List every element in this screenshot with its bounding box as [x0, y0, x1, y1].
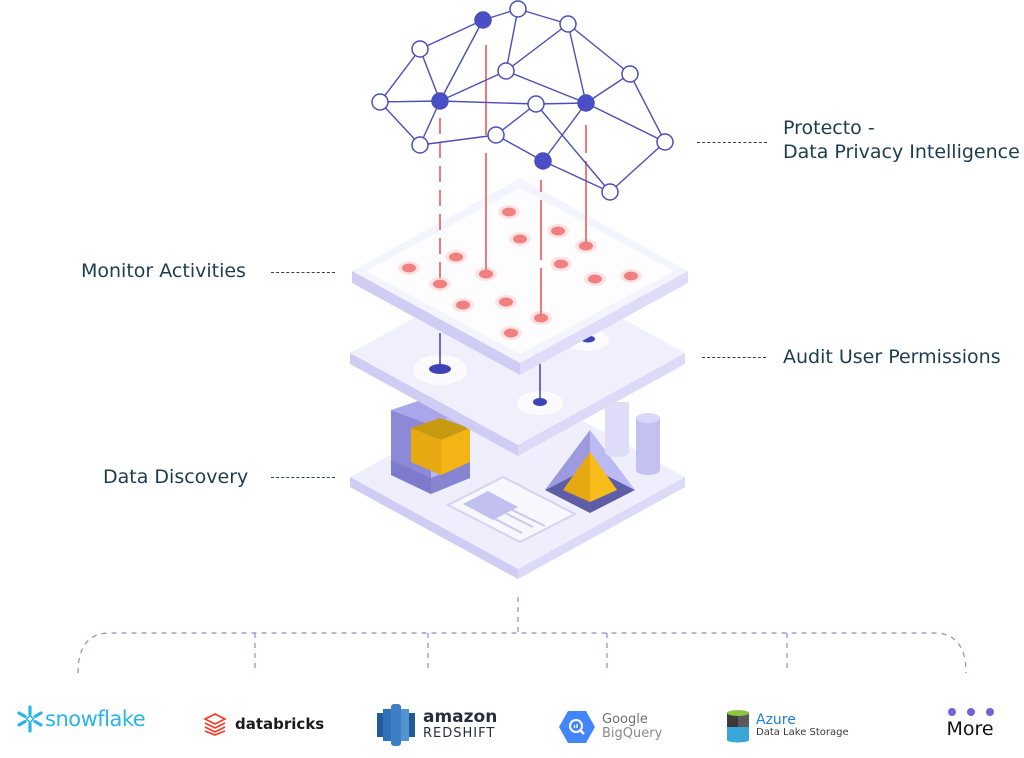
protecto-subtitle: Data Privacy Intelligence — [783, 141, 1020, 163]
network-edge — [629, 73, 666, 143]
bigquery-product: BigQuery — [602, 726, 663, 741]
network-node — [559, 15, 577, 33]
network-edge — [439, 19, 484, 102]
integration-amazon-redshift[interactable]: amazon REDSHIFT — [376, 703, 497, 747]
activity-dot — [402, 263, 416, 273]
network-edge — [609, 141, 666, 193]
monitor-activities-platform — [352, 178, 688, 375]
activity-dot — [433, 279, 447, 289]
network-edge — [535, 103, 611, 193]
activity-dot — [449, 252, 463, 262]
redshift-product: REDSHIFT — [423, 726, 496, 741]
azure-product: Data Lake Storage — [756, 727, 849, 738]
network-node-active — [474, 11, 492, 29]
monitor-connector-dash — [271, 272, 335, 273]
amazon-redshift-logo-icon — [377, 704, 415, 746]
pyramid-icon — [545, 430, 635, 513]
integration-more[interactable]: More — [945, 706, 995, 740]
activity-dot — [534, 313, 548, 323]
activity-dot — [551, 226, 565, 236]
network-node-active — [534, 152, 552, 170]
network-node-active — [577, 94, 595, 112]
network-node — [497, 62, 515, 80]
network-edge — [542, 102, 587, 162]
activity-dot — [456, 300, 470, 310]
activity-dot — [579, 241, 593, 251]
network-edge — [505, 8, 519, 72]
network-node — [527, 95, 545, 113]
network-node — [487, 126, 505, 144]
data-discovery-label: Data Discovery — [103, 466, 249, 488]
integrations-connector — [77, 597, 967, 674]
network-node — [371, 93, 389, 111]
network-edge — [495, 134, 544, 162]
discovery-connector-dash — [271, 477, 335, 478]
network-edge — [379, 101, 421, 146]
activity-dot — [554, 259, 568, 269]
network-edge — [567, 23, 587, 104]
activity-dot — [499, 297, 513, 307]
network-edge — [567, 23, 631, 75]
activity-dot — [502, 207, 516, 217]
integration-google-bigquery[interactable]: Google BigQuery — [558, 710, 662, 744]
network-edge — [505, 23, 569, 72]
activity-dot — [624, 271, 638, 281]
signal-lines — [439, 45, 587, 317]
network-edge — [439, 70, 507, 102]
audit-connector-dash — [702, 357, 766, 358]
azure-brand: Azure — [756, 712, 796, 728]
network-node-active — [431, 92, 449, 110]
privacy-intelligence-network — [371, 0, 674, 201]
integration-databricks[interactable]: databricks — [203, 712, 324, 736]
network-edge — [419, 19, 484, 50]
network-node — [411, 40, 429, 58]
audit-permissions-label: Audit User Permissions — [783, 346, 1001, 368]
snowflake-name: snowflake — [45, 707, 146, 731]
network-edge — [419, 134, 497, 146]
integration-azure-data-lake[interactable]: Azure Data Lake Storage — [726, 709, 849, 743]
bigquery-brand: Google — [602, 712, 648, 727]
network-edge — [542, 160, 611, 193]
more-dots-icon — [948, 708, 994, 716]
network-edge — [439, 100, 537, 105]
google-bigquery-logo-icon — [559, 711, 595, 743]
protecto-label: Protecto - Data Privacy Intelligence — [783, 116, 1020, 164]
network-edge — [585, 73, 631, 104]
more-label: More — [946, 718, 994, 740]
protecto-title: Protecto - — [783, 117, 875, 139]
network-edge — [379, 48, 421, 103]
cylinder-icon — [605, 402, 660, 475]
network-node — [656, 133, 674, 151]
activity-dot — [479, 269, 493, 279]
activity-dot — [513, 234, 527, 244]
data-cube-icon — [391, 397, 470, 494]
network-node — [411, 136, 429, 154]
network-node — [621, 65, 639, 83]
activity-dots — [398, 205, 642, 340]
data-discovery-platform — [350, 385, 685, 579]
document-card-icon — [445, 475, 578, 544]
network-edge — [505, 70, 587, 104]
activity-dot — [588, 274, 602, 284]
network-edge — [419, 48, 441, 102]
monitor-activities-label: Monitor Activities — [81, 260, 246, 282]
network-edge — [379, 100, 441, 103]
databricks-name: databricks — [235, 715, 325, 733]
integration-snowflake[interactable]: snowflake — [15, 704, 146, 734]
redshift-brand: amazon — [423, 707, 498, 727]
network-node — [601, 183, 619, 201]
azure-data-lake-logo-icon — [727, 710, 749, 743]
network-edge — [585, 102, 666, 143]
activity-dot — [504, 328, 518, 338]
snowflake-logo-icon — [17, 705, 43, 733]
databricks-logo-icon — [203, 713, 227, 736]
network-node — [509, 0, 527, 18]
protecto-connector-dash — [697, 142, 767, 143]
